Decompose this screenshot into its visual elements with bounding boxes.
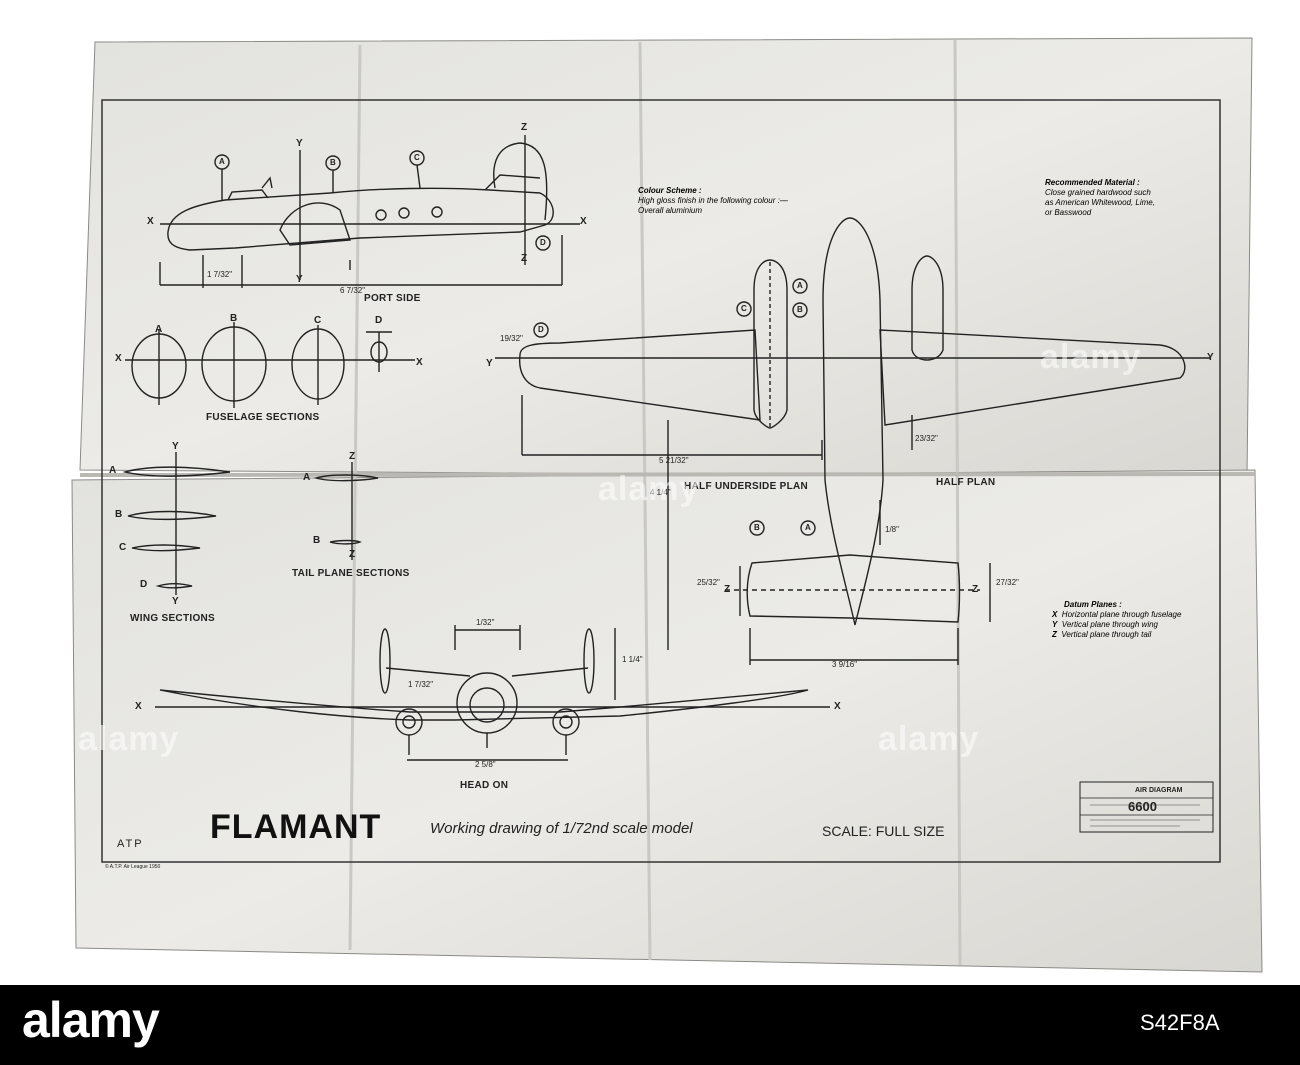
- axis-y-label: Y: [296, 138, 303, 149]
- dimension-label: 1/8": [885, 525, 899, 534]
- drawing-title: FLAMANT: [210, 808, 382, 846]
- datum-axis-letter: X: [1052, 610, 1058, 619]
- watermark-logo: alamy: [22, 992, 160, 1048]
- blueprint-artwork: [71, 37, 1263, 973]
- material-line: or Basswood: [1045, 208, 1092, 217]
- dimension-label: 27/32": [996, 578, 1019, 587]
- axis-y-label: Y: [296, 274, 303, 285]
- watermark-text: alamy: [78, 720, 180, 758]
- axis-x-label: X: [834, 701, 841, 712]
- axis-z-label: Z: [349, 451, 356, 462]
- datum-line: Vertical plane through wing: [1061, 620, 1159, 629]
- half-underside-plan-label: HALF UNDERSIDE PLAN: [684, 481, 809, 492]
- diagram-number: 6600: [1128, 799, 1157, 814]
- dimension-label: 19/32": [500, 334, 523, 343]
- dimension-label: 1/32": [476, 618, 495, 627]
- axis-z-label: Z: [521, 122, 528, 133]
- section-letter: C: [314, 315, 322, 326]
- paper-bottom-sheet: [71, 469, 1263, 973]
- half-plan-label: HALF PLAN: [936, 477, 996, 488]
- material-heading: Recommended Material :: [1045, 178, 1140, 187]
- callout-b: B: [754, 523, 760, 532]
- datum-heading: Datum Planes :: [1064, 600, 1122, 609]
- axis-z-label: Z: [349, 549, 356, 560]
- section-letter: D: [140, 579, 148, 590]
- axis-z-label: Z: [521, 253, 528, 264]
- datum-planes-note: Datum Planes : X Horizontal plane throug…: [1052, 600, 1181, 640]
- callout-a: A: [805, 523, 811, 532]
- callout-c: C: [414, 153, 420, 162]
- image-id: S42F8A: [1140, 1010, 1220, 1035]
- axis-x-label: X: [580, 216, 587, 227]
- callout-d: D: [538, 325, 544, 334]
- section-letter: A: [109, 465, 117, 476]
- recommended-material-note: Recommended Material : Close grained har…: [1045, 178, 1155, 218]
- dimension-label: 6 7/32": [340, 286, 366, 295]
- section-letter: B: [230, 313, 238, 324]
- dimension-label: 1 7/32": [408, 680, 434, 689]
- axis-y-label: Y: [172, 596, 179, 607]
- publisher-code: ATP: [117, 838, 144, 850]
- callout-a: A: [219, 157, 225, 166]
- watermark-text: alamy: [878, 720, 980, 758]
- colour-scheme-note: Colour Scheme : High gloss finish in the…: [638, 186, 788, 216]
- section-letter: D: [375, 315, 383, 326]
- axis-y-label: Y: [486, 358, 493, 369]
- datum-line: Horizontal plane through fuselage: [1061, 610, 1182, 619]
- colour-scheme-line: Overall aluminium: [638, 206, 703, 215]
- section-letter: B: [313, 535, 321, 546]
- scale-label: SCALE: FULL SIZE: [822, 823, 945, 839]
- wing-sections-label: WING SECTIONS: [130, 613, 216, 624]
- axis-x-label: X: [416, 357, 423, 368]
- callout-c: C: [741, 304, 747, 313]
- axis-x-label: X: [115, 353, 122, 364]
- air-diagram-label: AIR DIAGRAM: [1135, 787, 1183, 794]
- callout-a: A: [797, 281, 803, 290]
- fuselage-sections-label: FUSELAGE SECTIONS: [206, 412, 320, 423]
- section-letter: A: [155, 324, 163, 335]
- tail-plane-sections-label: TAIL PLANE SECTIONS: [292, 568, 410, 579]
- dimension-label: 4 1/4": [650, 488, 671, 497]
- axis-x-label: X: [147, 216, 154, 227]
- callout-b: B: [797, 305, 803, 314]
- port-side-label: PORT SIDE: [364, 293, 421, 304]
- head-on-label: HEAD ON: [460, 780, 509, 791]
- dimension-label: 1 7/32": [207, 270, 233, 279]
- dimension-label: 5 21/32": [659, 456, 689, 465]
- dimension-label: 23/32": [915, 434, 938, 443]
- section-letter: B: [115, 509, 123, 520]
- dimension-label: 2 5/8": [475, 760, 496, 769]
- section-letter: A: [303, 472, 311, 483]
- axis-y-label: Y: [172, 441, 179, 452]
- dimension-label: 1 1/4": [622, 655, 643, 664]
- watermark-text: alamy: [598, 470, 700, 508]
- colour-scheme-heading: Colour Scheme :: [638, 186, 702, 195]
- watermark-text: alamy: [1040, 338, 1142, 376]
- axis-z-label: Z: [724, 584, 731, 595]
- datum-axis-letter: Y: [1052, 620, 1058, 629]
- axis-y-label: Y: [1207, 352, 1214, 363]
- drawing-subtitle: Working drawing of 1/72nd scale model: [430, 820, 693, 837]
- section-letter: C: [119, 542, 127, 553]
- datum-axis-letter: Z: [1052, 630, 1057, 639]
- axis-z-label: Z: [972, 584, 979, 595]
- callout-b: B: [330, 158, 336, 167]
- material-line: Close grained hardwood such: [1045, 188, 1151, 197]
- dimension-label: 3 9/16": [832, 660, 858, 669]
- material-line: as American Whitewood, Lime,: [1045, 198, 1155, 207]
- datum-line: Vertical plane through tail: [1061, 630, 1152, 639]
- tiny-credit: © A.T.P. Air League 1950: [105, 864, 161, 870]
- colour-scheme-line: High gloss finish in the following colou…: [638, 196, 788, 205]
- dimension-label: 25/32": [697, 578, 720, 587]
- drawing-border: [101, 99, 1221, 863]
- callout-d: D: [540, 238, 546, 247]
- axis-x-label: X: [135, 701, 142, 712]
- watermark-footer-bar: alamy S42F8A: [0, 985, 1300, 1065]
